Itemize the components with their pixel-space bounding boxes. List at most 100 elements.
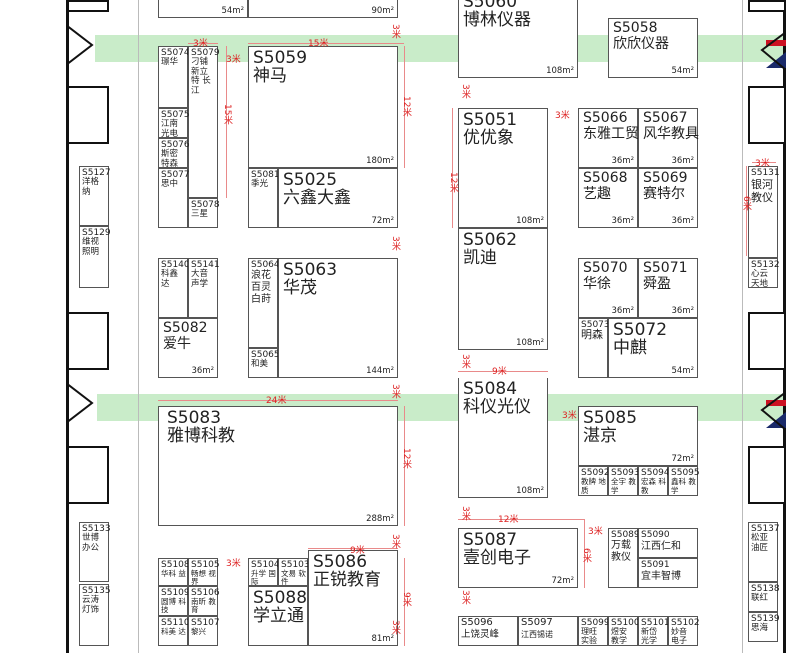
dimension-label: 3米 <box>390 620 400 635</box>
booth-area: 72m² <box>371 216 394 226</box>
door-right-3[interactable] <box>748 312 784 370</box>
entrance-arrow-left-top <box>66 25 94 65</box>
dimension-label: 3米 <box>555 111 570 121</box>
booth-id: S5090 <box>641 530 670 540</box>
dimension-label: 9米 <box>401 592 411 607</box>
booth-id: S5074 <box>161 48 190 58</box>
booth-area: 180m² <box>366 156 394 166</box>
booth-s5104[interactable]: S5104 升学 国际 <box>248 558 280 586</box>
booth-s5097[interactable]: S5097 江西锡诺 <box>518 616 578 646</box>
booth-s5103[interactable]: S5103 文易 软件 <box>278 558 310 586</box>
booth-s5108[interactable]: S5108 华科 益 <box>158 558 190 586</box>
booth-s5069[interactable]: S5069 赛特尔 36m² <box>638 168 698 228</box>
booth-s5105[interactable]: S5105 畅想 视界 <box>188 558 220 586</box>
booth-id: S5104 <box>251 560 280 570</box>
booth-s5093[interactable]: S5093 全宇 教学 <box>608 466 640 496</box>
booth-s5138[interactable]: S5138 联红 <box>748 582 780 612</box>
booth-s5059[interactable]: S5059 神马 180m² <box>248 46 398 168</box>
booth-area: 36m² <box>611 306 634 316</box>
booth-s5077[interactable]: S5077 思中 <box>158 168 190 228</box>
booth-s5141[interactable]: S5141 大音 声学 <box>188 258 220 318</box>
booth-s5070[interactable]: S5070 华徐 36m² <box>578 258 638 318</box>
booth-s5062[interactable]: S5062 凯迪 108m² <box>458 228 548 350</box>
booth-s5075[interactable]: S5075 江南 光电 <box>158 108 190 138</box>
booth-s5066[interactable]: S5066 东雅工贸 36m² <box>578 108 639 168</box>
booth-s5133[interactable]: S5133 世博 办公 <box>79 522 111 582</box>
door-right-4[interactable] <box>748 446 784 504</box>
booth-id: S5081 <box>251 170 280 180</box>
booth-s5094[interactable]: S5094 宏森 科教 <box>638 466 670 496</box>
booth-id: S5087 <box>463 530 518 550</box>
door-left-2[interactable] <box>69 86 109 144</box>
booth-s5102[interactable]: S5102 妙音 电子 <box>668 616 700 646</box>
booth-s5064[interactable]: S5064 浪花 百灵 白莳 <box>248 258 280 348</box>
booth-s5073[interactable]: S5073 明森 <box>578 318 610 378</box>
booth-s5127[interactable]: S5127 洋格纳 <box>79 166 111 226</box>
booth-s5106[interactable]: S5106 南昕 教育 <box>188 586 220 616</box>
booth-s5058[interactable]: S5058 欣欣仪器 54m² <box>608 18 698 78</box>
booth-s5088[interactable]: S5088 学立通 <box>248 586 308 646</box>
booth-id: S5066 <box>583 110 628 126</box>
booth-s5074[interactable]: S5074 璟华 <box>158 46 190 108</box>
booth-s5084[interactable]: S5084 科仪光仪 108m² <box>458 378 548 498</box>
booth-s5109[interactable]: S5109 圆博 科技 <box>158 586 190 616</box>
booth-s5085[interactable]: S5085 湛京 72m² <box>578 406 698 466</box>
booth-s5129[interactable]: S5129 维视 照明 <box>79 226 111 288</box>
booth-s5063[interactable]: S5063 华茂 144m² <box>278 258 398 378</box>
booth-s5086[interactable]: S5086 正锐教育 81m² <box>308 550 398 646</box>
booth-s5082[interactable]: S5082 爱牛 36m² <box>158 318 218 378</box>
booth-top-mid[interactable]: 90m² <box>248 0 398 18</box>
booth-s5025[interactable]: S5025 六鑫大鑫 72m² <box>278 168 398 228</box>
booth-s5099[interactable]: S5099 理旺 实验 <box>578 616 610 646</box>
booth-s5096[interactable]: S5096 上饶灵峰 <box>458 616 518 646</box>
booth-name: 鑫科 教学 <box>671 477 696 495</box>
dimension-line <box>404 46 405 168</box>
booth-s5060[interactable]: S5060 博林仪器 108m² <box>458 0 578 78</box>
booth-id: S5102 <box>671 618 700 628</box>
booth-name: 科美 达 <box>161 627 186 636</box>
door-left-4[interactable] <box>69 446 109 504</box>
booth-id: S5092 <box>581 468 610 478</box>
booth-s5101[interactable]: S5101 新岱 光学 <box>638 616 670 646</box>
booth-s5078[interactable]: S5078 三星 <box>188 198 220 228</box>
booth-s5071[interactable]: S5071 舜盈 36m² <box>638 258 698 318</box>
booth-s5100[interactable]: S5100 煜安 教学 <box>608 616 640 646</box>
booth-s5087[interactable]: S5087 壹创电子 72m² <box>458 528 578 588</box>
booth-s5137[interactable]: S5137 松亚 油匠 <box>748 522 780 582</box>
booth-s5089[interactable]: S5089 万载 教仪 <box>608 528 640 588</box>
booth-s5067[interactable]: S5067 风华教具 36m² <box>638 108 699 168</box>
booth-s5107[interactable]: S5107 黎兴 <box>188 616 220 646</box>
door-right-2[interactable] <box>748 86 784 144</box>
booth-s5091[interactable]: S5091 宜丰智博 <box>638 558 698 588</box>
booth-s5139[interactable]: S5139 思海 <box>748 612 780 642</box>
door-left-3[interactable] <box>69 312 109 370</box>
booth-id: S5075 <box>161 110 190 120</box>
booth-s5140[interactable]: S5140 科鑫达 <box>158 258 190 318</box>
door-right-1[interactable] <box>748 0 784 12</box>
booth-s5083[interactable]: S5083 雅博科教 288m² <box>158 406 398 526</box>
booth-s5110[interactable]: S5110 科美 达 <box>158 616 190 646</box>
booth-s5081[interactable]: S5081 季光 <box>248 168 280 228</box>
booth-s5132[interactable]: S5132 心云 天地 <box>748 258 780 288</box>
booth-s5131[interactable]: S5131 银河 教仪 <box>748 166 780 258</box>
booth-s5135[interactable]: S5135 云涛 灯饰 <box>79 584 111 646</box>
booth-s5090[interactable]: S5090 江西仁和 <box>638 528 698 558</box>
door-left-1[interactable] <box>69 0 109 12</box>
booth-s5068[interactable]: S5068 艺趣 36m² <box>578 168 638 228</box>
booth-s5065[interactable]: S5065 和美 <box>248 348 280 378</box>
booth-s5079[interactable]: S5079 刁铺 新立特 长江 <box>188 46 220 198</box>
booth-name: 优优象 <box>463 128 514 148</box>
booth-id: S5071 <box>643 260 688 276</box>
booth-name: 凯迪 <box>463 248 497 268</box>
booth-s5051[interactable]: S5051 优优象 108m² <box>458 108 548 228</box>
booth-s5095[interactable]: S5095 鑫科 教学 <box>668 466 700 496</box>
booth-id: S5095 <box>671 468 700 478</box>
booth-id: S5132 <box>751 260 780 270</box>
booth-id: S5062 <box>463 230 518 250</box>
booth-top-left[interactable]: 54m² <box>158 0 248 18</box>
booth-id: S5135 <box>82 586 111 596</box>
booth-s5092[interactable]: S5092 教牌 地质 <box>578 466 610 496</box>
booth-id: S5103 <box>281 560 310 570</box>
booth-s5076[interactable]: S5076 斯密 特森 <box>158 138 190 168</box>
booth-s5072[interactable]: S5072 中麒 54m² <box>608 318 698 378</box>
